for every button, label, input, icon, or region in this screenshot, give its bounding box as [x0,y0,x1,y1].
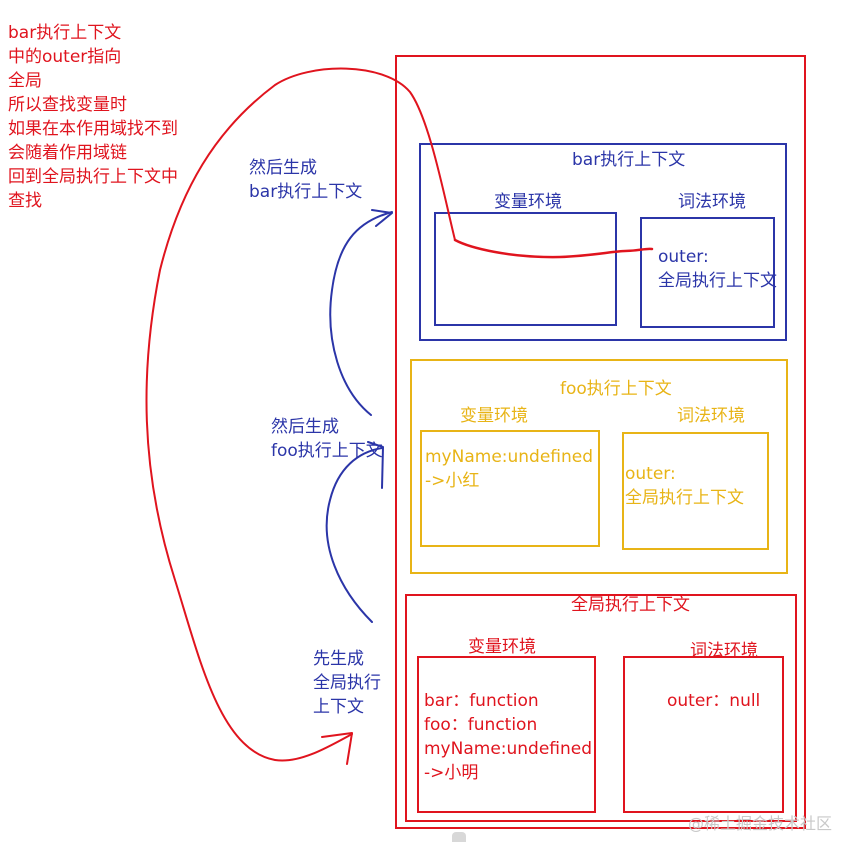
foo-context-title: foo执行上下文 [560,379,672,399]
step3-label: 然后生成 bar执行上下文 [249,158,363,202]
bar-var-env-label: 变量环境 [494,192,562,212]
bar-context-title: bar执行上下文 [572,150,686,170]
watermark: @稀土掘金技术社区 [688,814,833,833]
bar-lex-env-label: 词法环境 [678,192,746,212]
global-var-env-content: bar：function foo：function myName:undefin… [424,691,593,783]
global-lex-env-box [623,656,784,813]
foo-lex-env-content: outer: 全局执行上下文 [625,464,744,508]
arrow-foo-to-bar-head [371,209,393,227]
scroll-handle[interactable] [452,832,466,842]
bar-var-env-box [434,212,617,326]
arrow-foo-to-bar [329,211,393,416]
step2-label: 然后生成 foo执行上下文 [271,417,383,461]
global-lex-env-content: outer：null [667,691,761,711]
foo-lex-env-box [622,432,769,550]
global-var-env-label: 变量环境 [468,637,536,657]
bar-lex-env-content: outer: 全局执行上下文 [658,247,777,291]
bar-lex-env-box [640,217,775,328]
arrow-global-to-foo [325,447,383,623]
step1-label: 先生成 全局执行 上下文 [313,649,381,717]
foo-var-env-label: 变量环境 [460,406,528,426]
global-context-title: 全局执行上下文 [571,595,690,615]
scope-chain-note: bar执行上下文 中的outer指向 全局 所以查找变量时 如果在本作用域找不到… [8,23,178,211]
foo-var-env-content: myName:undefined ->小红 [425,447,594,491]
scope-chain-loop-head [321,732,353,765]
foo-lex-env-label: 词法环境 [677,406,745,426]
